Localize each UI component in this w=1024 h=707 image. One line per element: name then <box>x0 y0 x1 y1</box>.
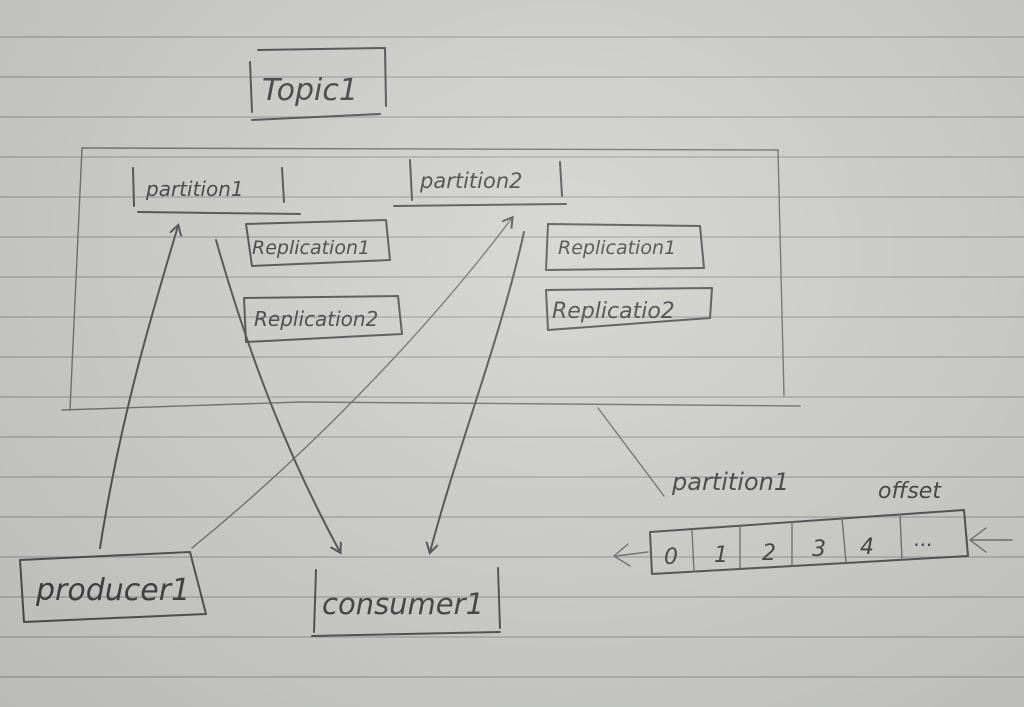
log-cell-3: 3 <box>812 537 826 562</box>
producer-label: producer1 <box>35 573 190 608</box>
log-structure: partition1 offset 0 1 2 3 4 ... <box>612 468 1013 575</box>
arrow-partition2-to-consumer <box>430 231 525 552</box>
partition1-replica2-label: Replication2 <box>254 307 378 331</box>
producer-box: producer1 <box>19 551 207 623</box>
partition1-label: partition1 <box>145 177 244 201</box>
partition2-replica1-label: Replication1 <box>558 237 676 259</box>
arrow-partition1-to-consumer <box>215 239 340 552</box>
partition1-box: partition1 <box>132 167 301 215</box>
log-read-arrow <box>615 551 649 557</box>
topic-label: Topic1 <box>262 73 358 108</box>
arrow-producer-to-partition2 <box>191 218 512 549</box>
offset-label: offset <box>878 479 942 504</box>
log-label: partition1 <box>671 468 789 496</box>
log-cell-0: 0 <box>664 545 678 570</box>
partition1-replica1-label: Replication1 <box>252 237 370 259</box>
partition2-replica2-label: Replicatio2 <box>552 299 675 324</box>
consumer-box: consumer1 <box>311 567 501 637</box>
consumer-label: consumer1 <box>322 587 484 621</box>
log-cell-4: 4 <box>860 535 874 560</box>
partition1-replica2-box: Replication2 <box>243 295 403 343</box>
partition2-replica1-box: Replication1 <box>545 223 705 271</box>
arrow-producer-to-partition1 <box>99 226 178 549</box>
log-cell-1: 1 <box>714 543 728 568</box>
topic-container <box>61 147 801 411</box>
log-cell-2: 2 <box>762 541 776 566</box>
partition2-label: partition2 <box>419 169 523 193</box>
partition1-replica1-box: Replication1 <box>245 219 391 267</box>
partition2-replica2-box: Replicatio2 <box>545 287 713 331</box>
log-cell-more: ... <box>914 527 933 551</box>
topic-box: Topic1 <box>249 47 387 121</box>
partition2-box: partition2 <box>393 159 567 207</box>
connector-line <box>597 407 665 497</box>
